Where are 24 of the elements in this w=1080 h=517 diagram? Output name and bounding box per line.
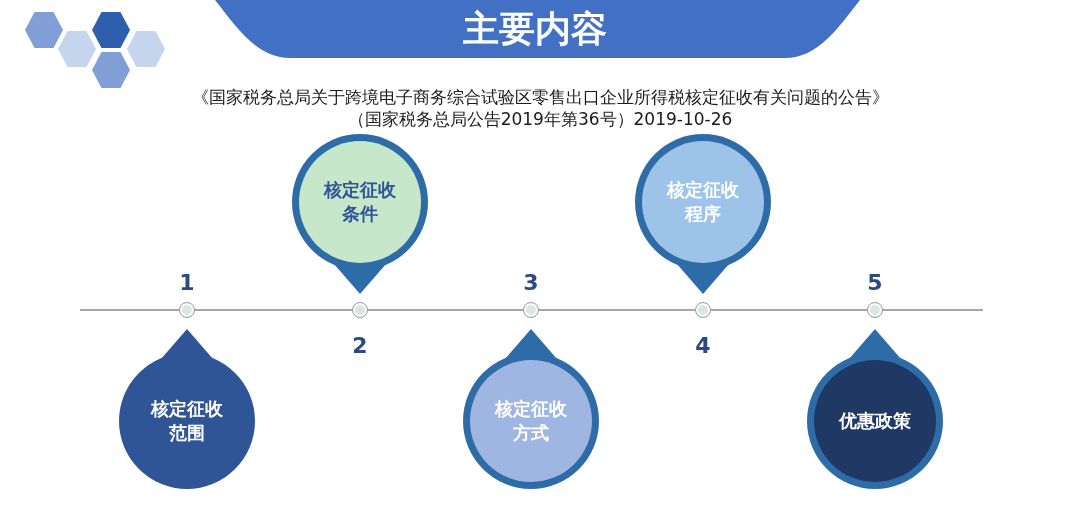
pin-label: 优惠政策 [837,408,912,433]
pin-label: 核定征收方式 [493,396,568,445]
location-pin [635,134,771,294]
pin-label: 核定征收范围 [149,396,224,445]
location-pin [119,329,255,489]
step-number: 5 [867,270,883,296]
title: 主要内容 [463,7,607,51]
step-number: 3 [523,270,539,296]
step-number: 1 [179,270,195,296]
timeline-line [367,309,524,311]
timeline-line [710,309,868,311]
timeline-line [194,309,353,311]
step-number: 2 [352,333,368,359]
timeline-line [79,309,180,311]
step-number: 4 [695,333,711,359]
location-pin [292,134,428,294]
timeline-line [882,309,984,311]
timeline-line [538,309,696,311]
location-pin [463,329,599,489]
location-pin [807,329,943,489]
subtitle-text: （国家税务总局公告2019年第36号）2019-10-26 [347,108,733,130]
pin-label: 核定征收条件 [322,177,397,226]
subtitle-text: 《国家税务总局关于跨境电子商务综合试验区零售出口企业所得税核定征收有关问题的公告》 [191,86,889,108]
pin-label: 核定征收程序 [665,177,740,226]
